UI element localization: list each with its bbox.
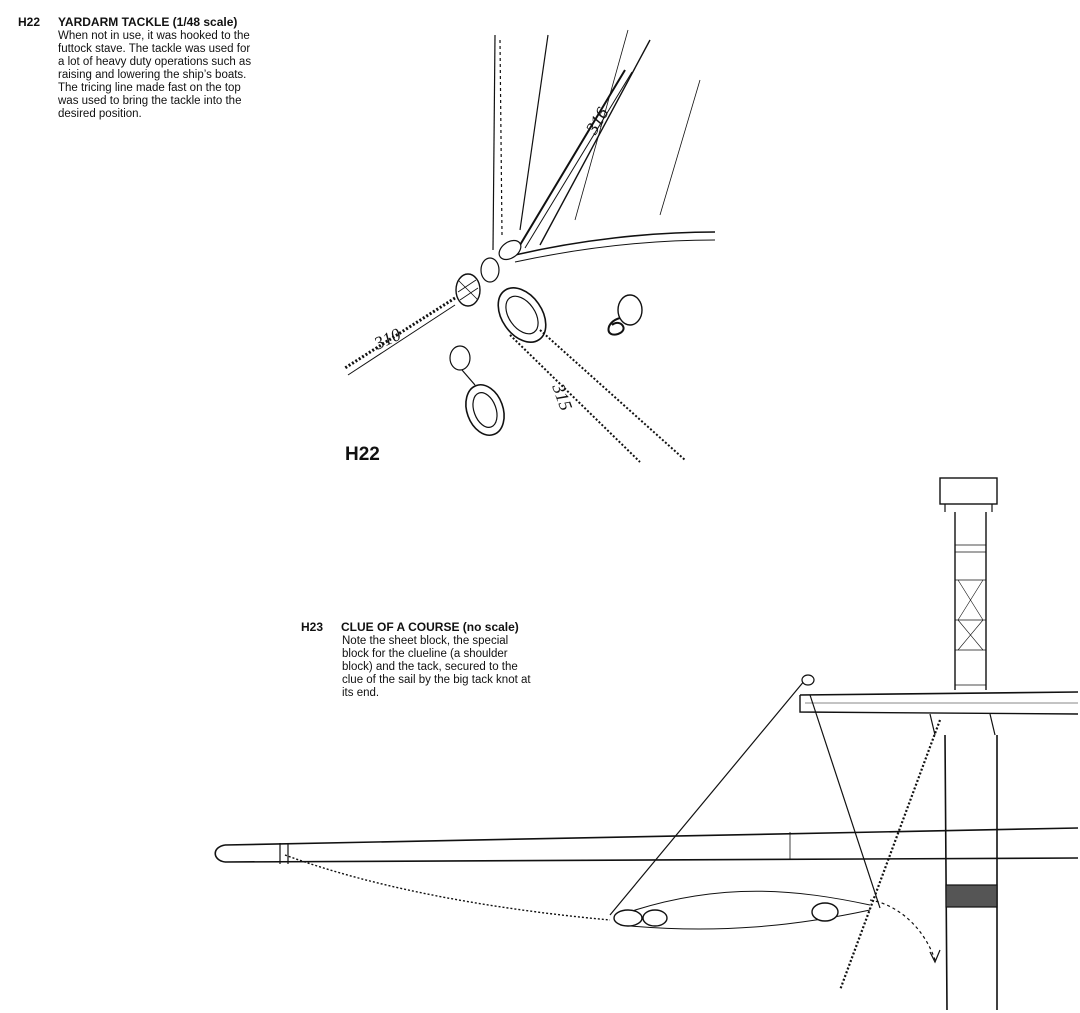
caption-h22-title: YARDARM TACKLE (1/48 scale) xyxy=(58,15,238,29)
caption-h23-code: H23 xyxy=(301,620,324,634)
caption-h23-body: Note the sheet block, the special block … xyxy=(342,635,531,699)
figure-h22-label: H22 xyxy=(345,444,380,465)
caption-h22-body: When not in use, it was hooked to the fu… xyxy=(58,30,252,120)
caption-h22-code: H22 xyxy=(18,15,41,29)
caption-h23-title: CLUE OF A COURSE (no scale) xyxy=(341,620,519,634)
